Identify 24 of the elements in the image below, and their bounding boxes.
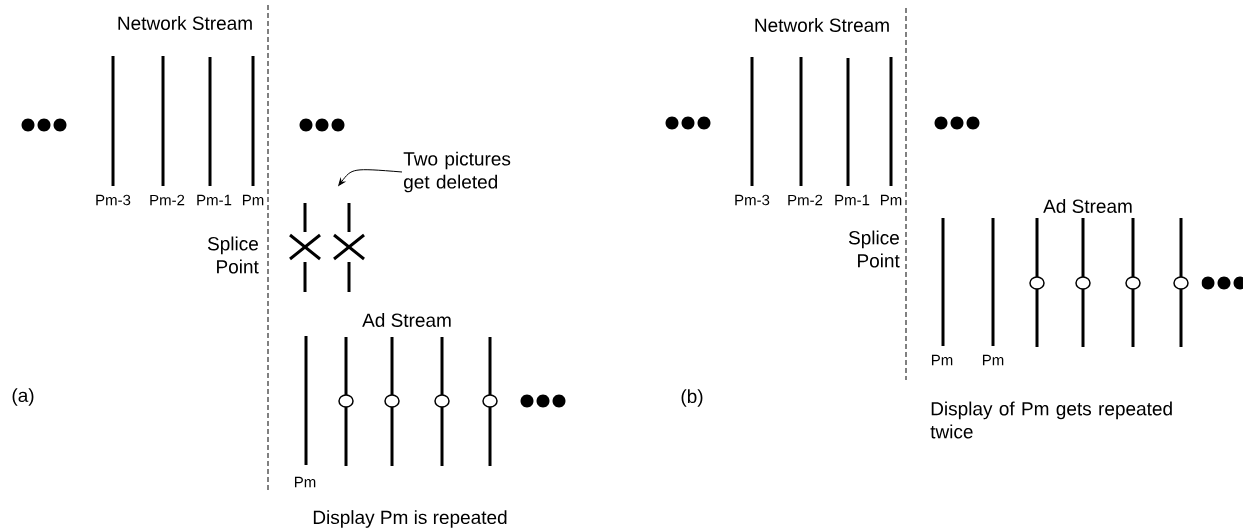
picture-label: Pm-1 <box>835 194 870 206</box>
crossed-out-bars-drawing <box>288 201 366 294</box>
stream-title: Network Stream <box>755 18 889 32</box>
panel-label: (a) <box>12 388 34 406</box>
stream-title: Ad Stream <box>1043 199 1132 213</box>
picture-label: Pm-2 <box>788 194 823 206</box>
stream-title: Ad Stream <box>362 313 451 327</box>
caption-text: Display Pm is repeated <box>313 510 507 528</box>
arrow <box>338 169 403 186</box>
splice-point-label: Splice Point <box>207 236 259 274</box>
picture-label: Pm-3 <box>96 194 131 206</box>
picture-label: Pm <box>243 194 264 206</box>
stream-title: Network Stream <box>118 16 252 30</box>
picture-label: Pm <box>881 194 902 206</box>
picture-label: Pm <box>295 476 316 488</box>
picture-label: Pm-3 <box>735 194 770 206</box>
callout-text: Two pictures get deleted <box>403 151 511 193</box>
caption-text: Display of Pm gets repeated twice <box>930 401 1172 439</box>
splice-point-label: Splice Point <box>848 230 900 268</box>
picture-label: Pm <box>932 354 953 366</box>
picture-label: Pm-1 <box>197 194 232 206</box>
picture-label: Pm <box>983 354 1004 366</box>
picture-label: Pm-2 <box>150 194 185 206</box>
panel-label: (b) <box>681 389 703 407</box>
